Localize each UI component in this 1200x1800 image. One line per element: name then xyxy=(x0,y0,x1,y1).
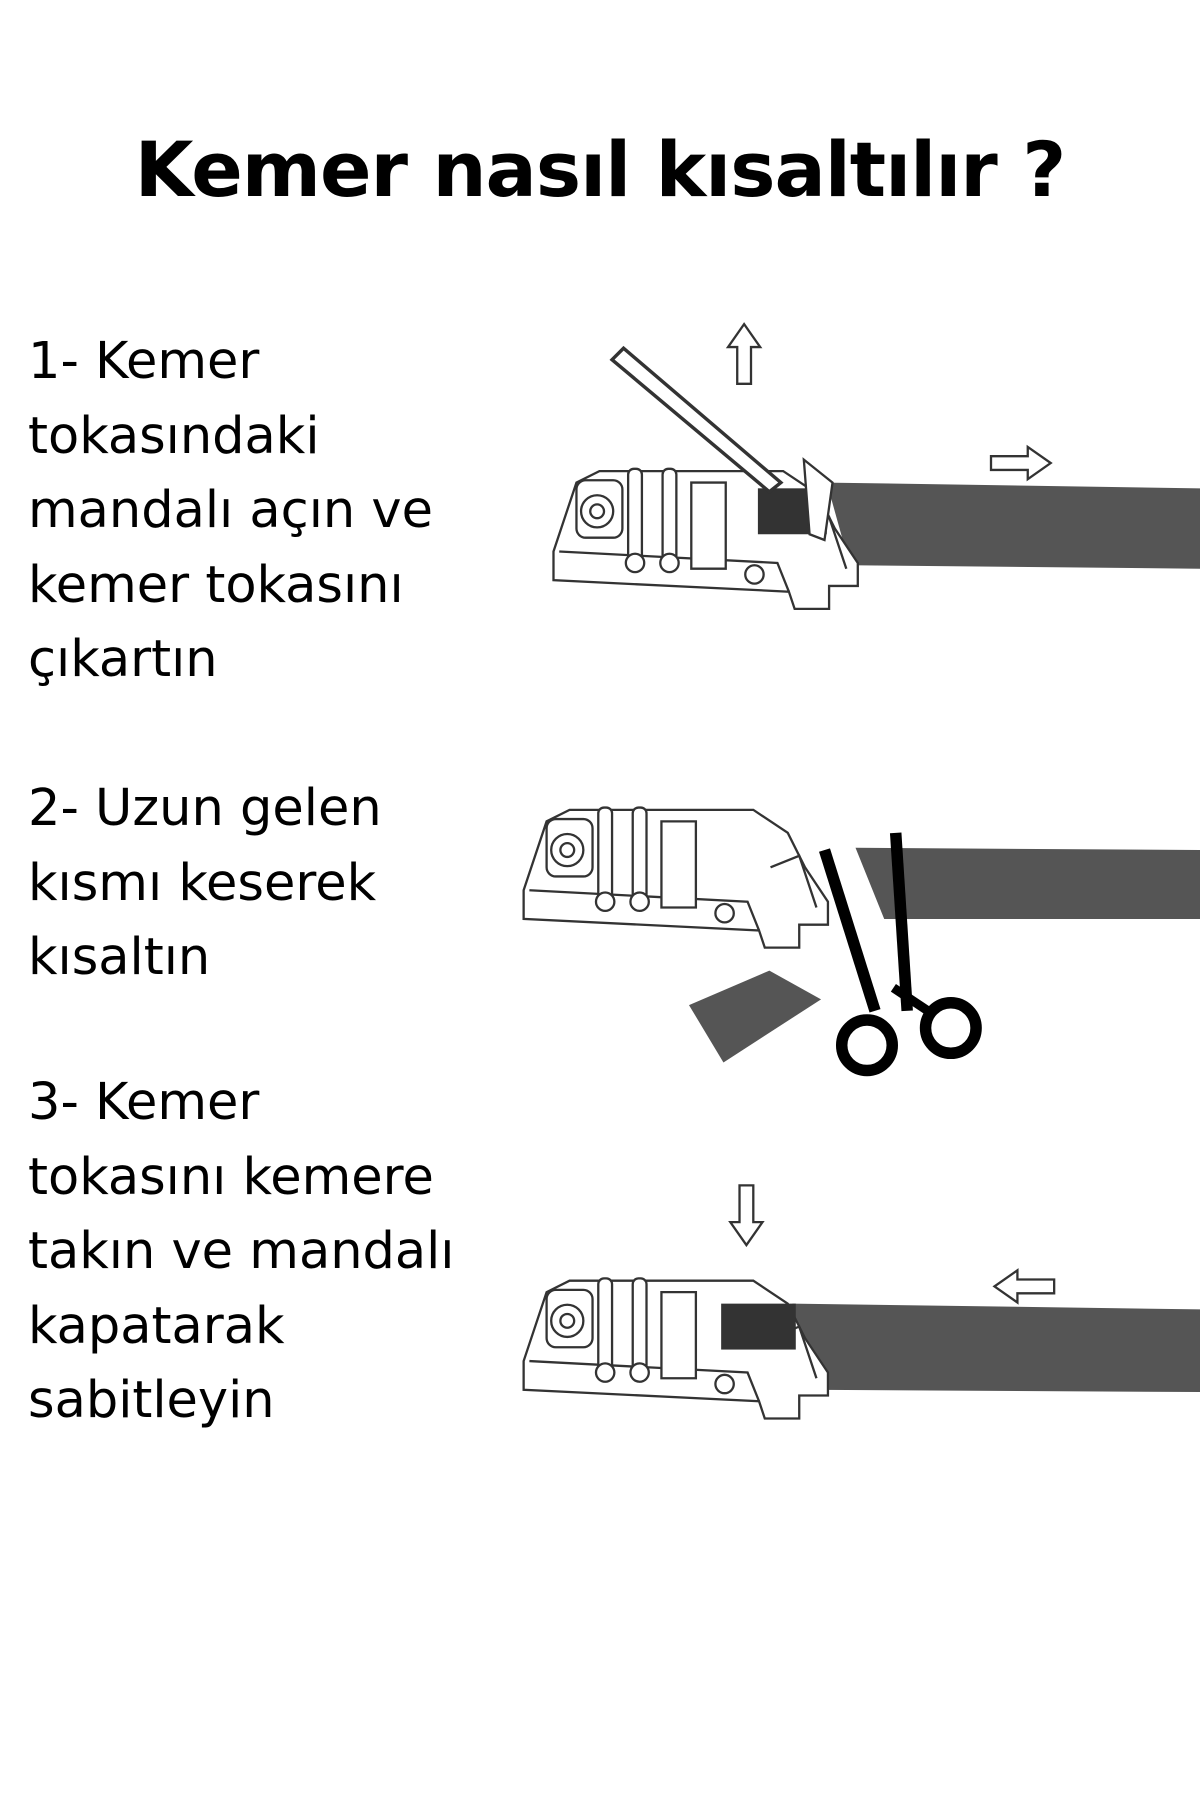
step-line: kemer tokasını xyxy=(28,555,404,615)
step-line: takın ve mandalı xyxy=(28,1222,455,1281)
arrow-up-icon xyxy=(726,322,762,385)
step-3-text: 3- Kemer tokasını kemere takın ve mandal… xyxy=(28,1066,508,1439)
step-1-illustration xyxy=(552,322,1200,611)
belt xyxy=(826,482,1200,569)
step-line: sabitleyin xyxy=(28,1371,275,1430)
step-line: mandalı açın ve xyxy=(28,481,433,540)
step-2-text: 2- Uzun gelen kısmı keserek kısaltın xyxy=(28,772,508,996)
scissors-icon xyxy=(819,832,982,1077)
step-line: çıkartın xyxy=(28,630,218,689)
latch xyxy=(802,457,834,542)
step-line: kısmı keserek xyxy=(28,853,377,913)
buckle-icon xyxy=(522,806,830,949)
page-title: Kemer nasıl kısaltılır ? xyxy=(134,125,1067,214)
step-line: kısaltın xyxy=(28,928,211,987)
step-line: kapatarak xyxy=(28,1296,285,1356)
step-2-illustration xyxy=(522,806,1200,1077)
latch-teeth xyxy=(721,1303,796,1350)
step-line: tokasındaki xyxy=(28,406,320,466)
cut-piece xyxy=(688,970,822,1063)
belt xyxy=(855,847,1200,919)
step-line: tokasını kemere xyxy=(28,1147,434,1207)
step-3-illustration xyxy=(522,1184,1200,1420)
arrow-right-icon xyxy=(989,445,1052,481)
step-line: 1- Kemer xyxy=(28,332,260,391)
arrow-left-icon xyxy=(993,1269,1056,1304)
arrow-down-icon xyxy=(729,1184,764,1247)
screwdriver-icon xyxy=(609,345,784,494)
step-line: 3- Kemer xyxy=(28,1073,260,1132)
belt xyxy=(792,1303,1200,1393)
step-line: 2- Uzun gelen xyxy=(28,779,382,838)
step-1-text: 1- Kemer tokasındaki mandalı açın ve kem… xyxy=(28,325,508,698)
